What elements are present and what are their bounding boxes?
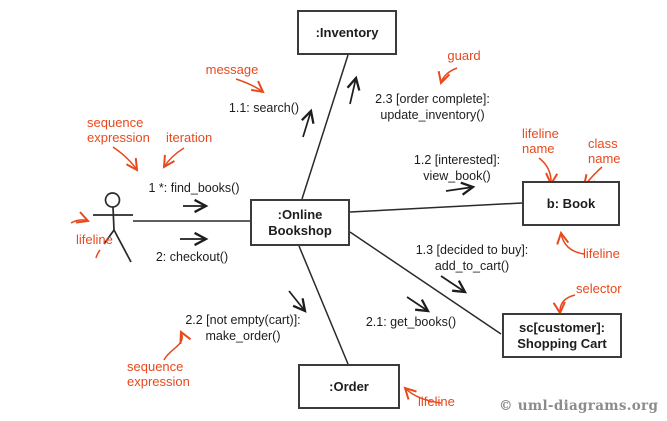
message-text: view_book() — [423, 168, 491, 183]
annotation-lifeline-name: lifeline name — [522, 126, 559, 156]
pointer-lifeline-order — [403, 386, 442, 404]
annotation-class-name: class name — [588, 136, 621, 166]
actor-customer-icon — [93, 192, 133, 263]
pointer-lifeline-actor — [70, 211, 91, 224]
message-label-checkout: 2: checkout() — [132, 250, 252, 266]
message-text: 2: checkout() — [155, 250, 229, 264]
message-text: 2.1: get_books() — [365, 315, 457, 329]
lifeline-label-line1: :Online — [277, 206, 323, 222]
annotation-text: name — [588, 150, 621, 166]
message-label-view-book: 1.2 [interested]: view_book() — [398, 153, 516, 185]
annotation-guard: guard — [432, 48, 496, 64]
message-arrows — [180, 75, 476, 313]
arrow-get-books — [406, 296, 431, 313]
annotation-arrows — [70, 67, 603, 404]
message-text: 1.3 [decided to buy]: — [415, 243, 529, 257]
message-label-make-order: 2.2 [not empty(cart)]: make_order() — [176, 313, 310, 345]
annotation-text: expression — [87, 129, 150, 145]
lifeline-box-order: :Order — [298, 364, 400, 409]
arrow-view-book — [445, 181, 476, 196]
pointer-iteration — [162, 147, 185, 169]
message-label-get-books: 2.1: get_books() — [352, 315, 470, 331]
lifeline-box-book: b: Book — [522, 181, 620, 226]
link-bookshop-inventory — [301, 54, 349, 200]
annotation-text: expression — [127, 373, 190, 389]
annotation-text: lifeline — [522, 126, 559, 141]
message-text: add_to_cart() — [434, 258, 510, 273]
pointer-selector — [552, 294, 576, 316]
lifeline-box-online-bookshop: :Online Bookshop — [250, 199, 350, 246]
message-text: 1.2 [interested]: — [413, 153, 501, 167]
annotation-lifeline-order: lifeline — [418, 394, 455, 410]
message-text: 1.1: search() — [228, 101, 300, 115]
message-label-update-inventory: 2.3 [order complete]: update_inventory() — [355, 92, 510, 124]
lifeline-label-line2: Shopping Cart — [517, 335, 607, 351]
lifeline-box-shopping-cart: sc[customer]: Shopping Cart — [502, 313, 622, 358]
arrow-add-to-cart — [440, 275, 468, 294]
message-label-add-to-cart: 1.3 [decided to buy]: add_to_cart() — [412, 243, 532, 275]
annotation-text: class — [588, 136, 618, 151]
message-label-search: 1.1: search() — [204, 101, 324, 117]
message-text: make_order() — [205, 328, 281, 343]
pointer-guard — [437, 67, 458, 86]
copyright-notice: © uml-diagrams.org — [499, 398, 659, 414]
pointer-seq-expr-top — [112, 146, 139, 172]
pointer-message — [235, 78, 265, 94]
lifeline-label: :Inventory — [315, 24, 379, 40]
annotation-text: selector — [576, 281, 622, 296]
message-text: update_inventory() — [380, 107, 485, 122]
annotation-text: lifeline — [418, 394, 455, 409]
link-bookshop-order — [298, 245, 349, 365]
annotation-iteration: iteration — [166, 130, 213, 146]
message-label-find-books: 1 *: find_books() — [134, 181, 254, 197]
annotation-lifeline-book: lifeline — [583, 246, 620, 262]
link-bookshop-cart — [349, 231, 502, 335]
annotation-sequence-expression-bottom: sequence expression — [127, 359, 190, 389]
link-lines — [133, 54, 523, 365]
annotation-text: sequence — [127, 359, 184, 374]
annotation-text: lifeline — [583, 246, 620, 261]
annotation-text: sequence — [87, 115, 144, 130]
lifeline-label-line1: sc[customer]: — [519, 319, 605, 335]
pointer-lifeline-book — [556, 230, 585, 255]
annotation-text: message — [205, 62, 259, 77]
pointer-lifeline-actor-tick — [95, 249, 101, 259]
annotation-message: message — [197, 62, 267, 78]
message-text: 2.3 [order complete]: — [375, 92, 490, 106]
link-bookshop-book — [349, 202, 523, 213]
message-text: 2.2 [not empty(cart)]: — [185, 313, 301, 327]
annotation-sequence-expression-top: sequence expression — [87, 115, 150, 145]
annotation-text: lifeline — [76, 232, 113, 247]
annotation-text: guard — [447, 48, 481, 63]
arrow-update-inventory — [346, 75, 361, 105]
annotation-text: iteration — [166, 130, 213, 145]
annotation-lifeline-actor: lifeline — [76, 232, 113, 248]
lifeline-box-inventory: :Inventory — [297, 10, 397, 55]
arrow-search — [301, 108, 315, 138]
arrow-make-order — [288, 290, 307, 313]
message-text: 1 *: find_books() — [148, 181, 240, 195]
pointer-seq-expr-bottom — [163, 330, 192, 361]
lifeline-label: :Order — [329, 378, 369, 394]
annotation-text: name — [522, 140, 555, 156]
lifeline-label: b: Book — [546, 195, 596, 211]
annotation-selector: selector — [576, 281, 622, 297]
lifeline-label-line2: Bookshop — [268, 222, 332, 238]
